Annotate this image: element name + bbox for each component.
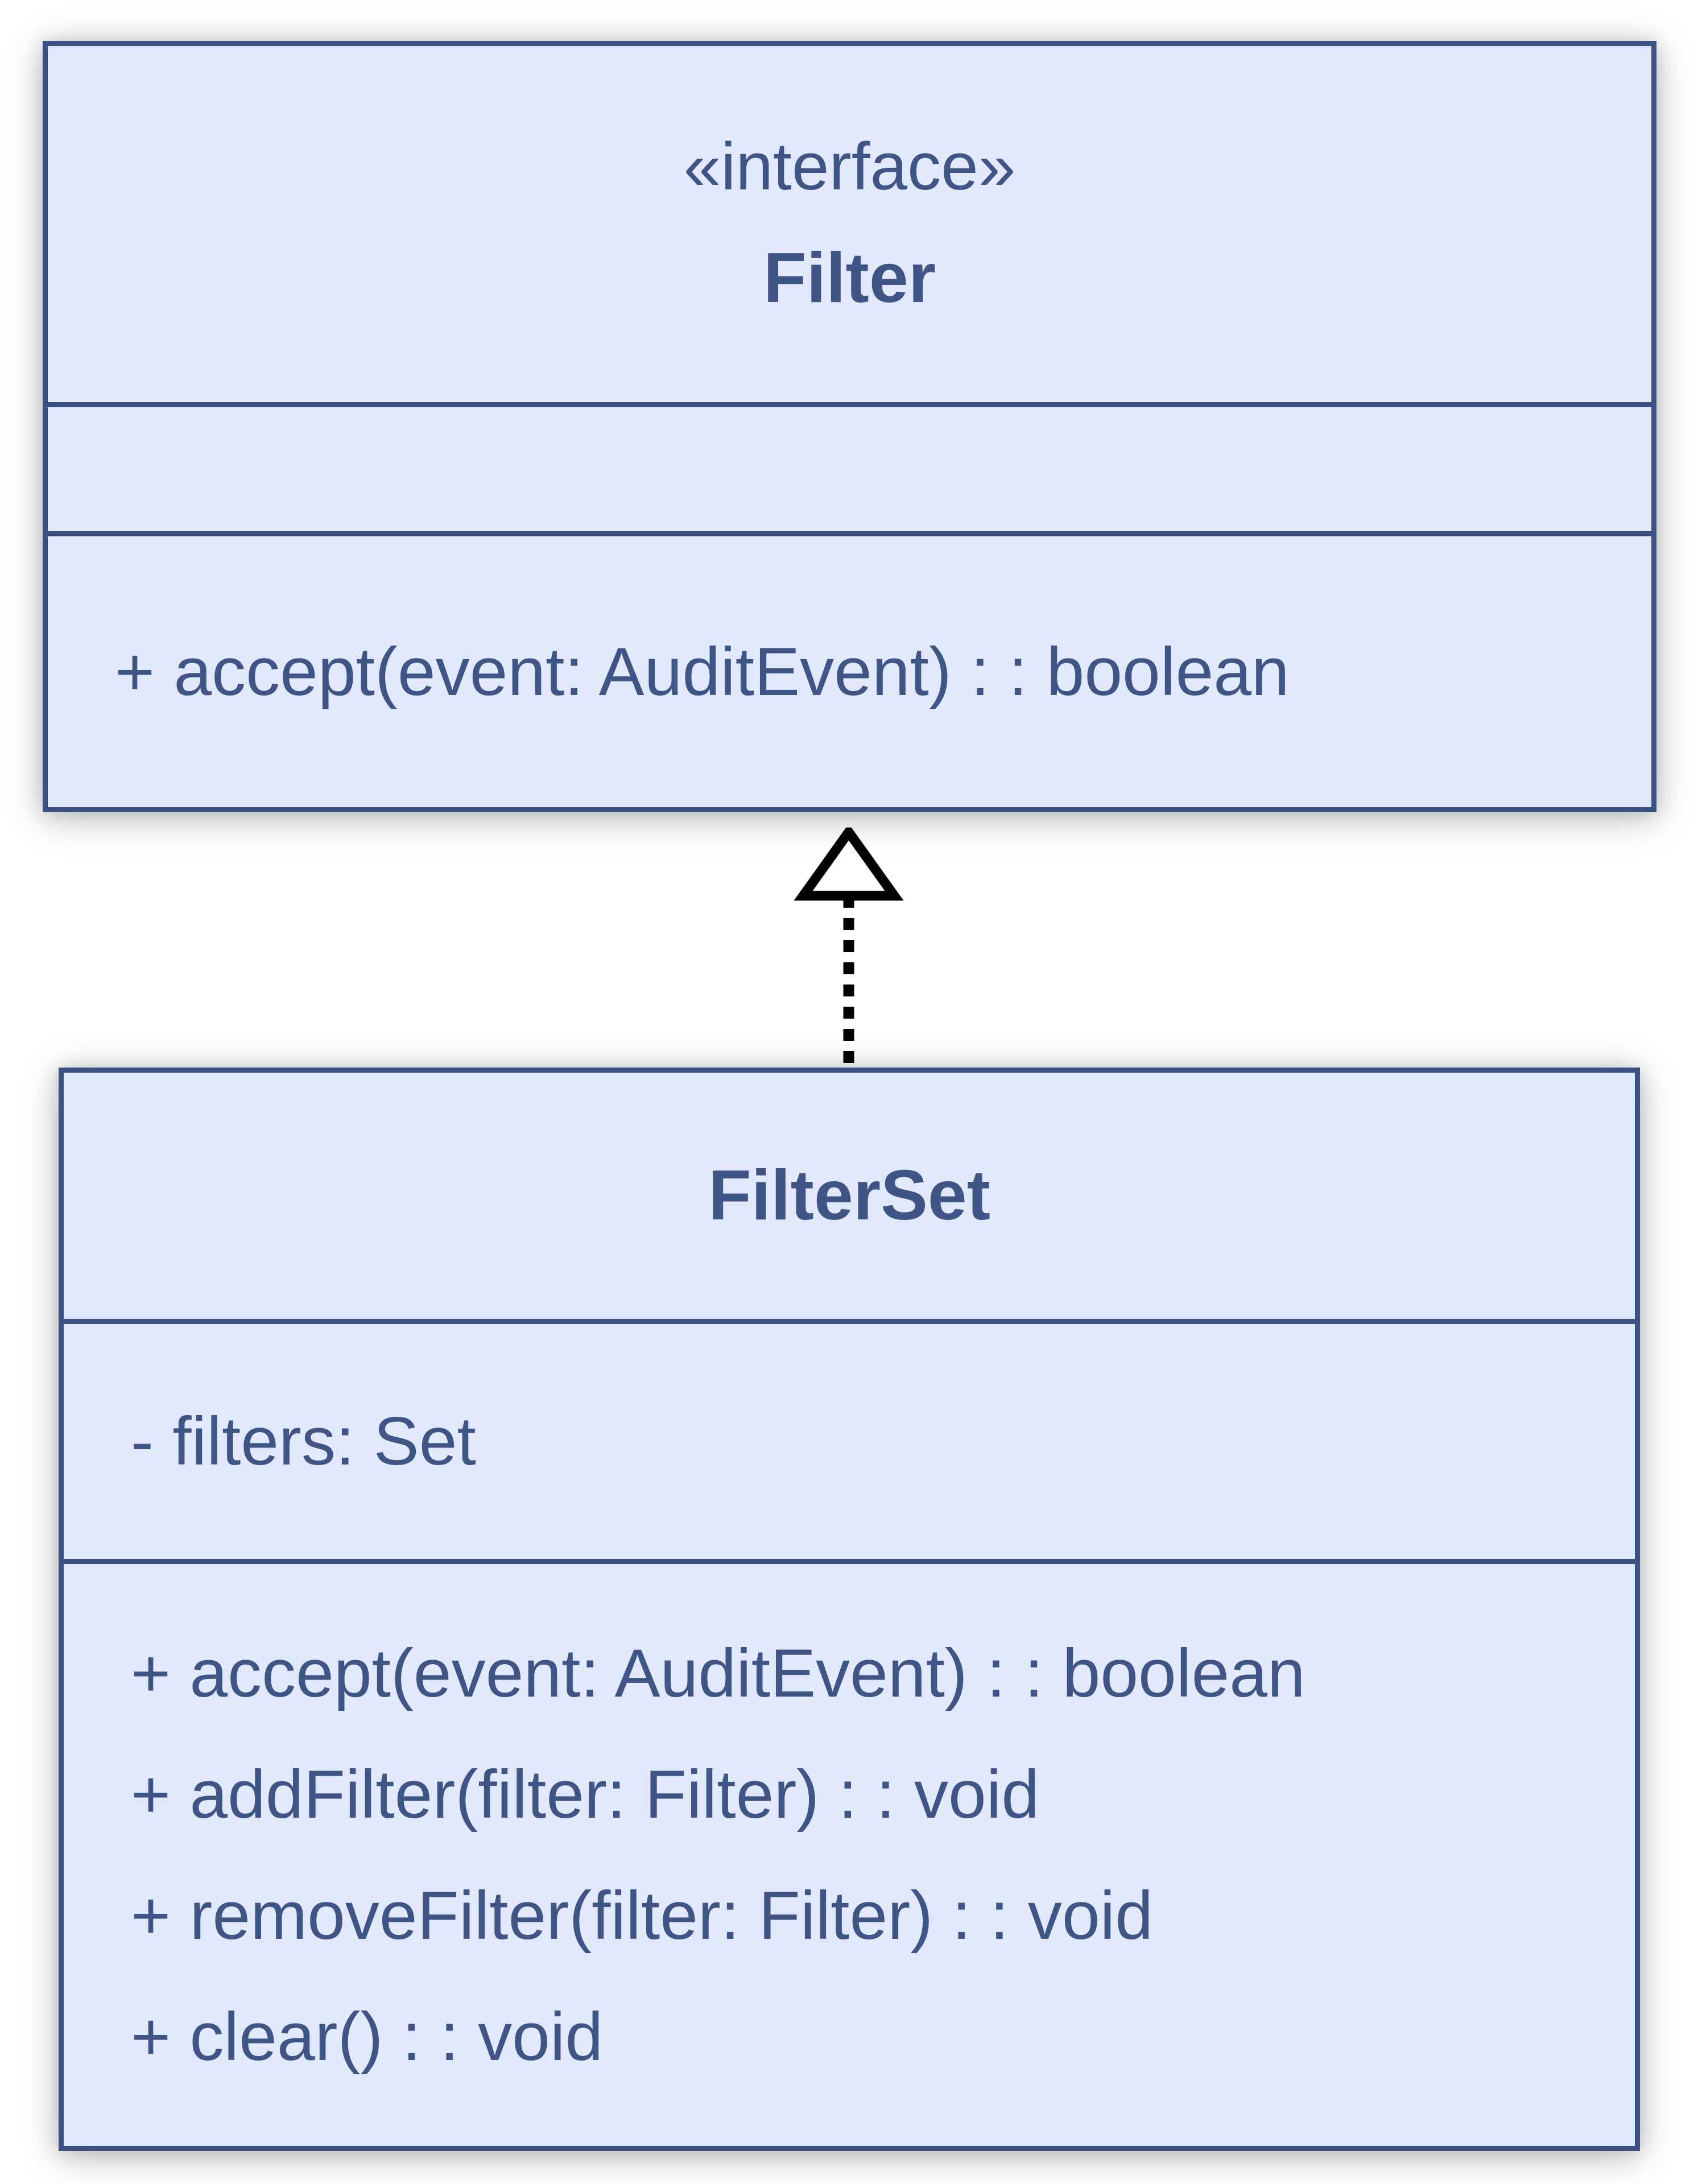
method-line: + clear() : : void: [131, 1998, 604, 2075]
methods-compartment-filterset: + accept(event: AuditEvent) : : boolean +…: [64, 1559, 1635, 2146]
class-header-filterset: FilterSet: [64, 1073, 1635, 1319]
class-box-filterset: FilterSet - filters: Set + accept(event:…: [59, 1068, 1640, 2151]
attributes-compartment-filter: [48, 402, 1651, 531]
method-line: + addFilter(filter: Filter) : : void: [131, 1756, 1040, 1833]
class-name-filter: Filter: [763, 239, 936, 318]
hollow-triangle-arrowhead: [794, 828, 904, 901]
method-line: + accept(event: AuditEvent) : : boolean: [115, 633, 1290, 710]
class-box-filter: «interface» Filter + accept(event: Audit…: [43, 41, 1656, 812]
class-name-filterset: FilterSet: [708, 1156, 991, 1235]
stereotype-label: «interface»: [683, 129, 1016, 204]
realization-arrow: [794, 828, 904, 1068]
attribute-line: - filters: Set: [131, 1403, 476, 1479]
methods-compartment-filter: + accept(event: AuditEvent) : : boolean: [48, 531, 1651, 807]
method-line: + removeFilter(filter: Filter) : : void: [131, 1877, 1154, 1954]
class-header-filter: «interface» Filter: [48, 46, 1651, 402]
method-line: + accept(event: AuditEvent) : : boolean: [131, 1635, 1306, 1711]
attributes-compartment-filterset: - filters: Set: [64, 1319, 1635, 1559]
